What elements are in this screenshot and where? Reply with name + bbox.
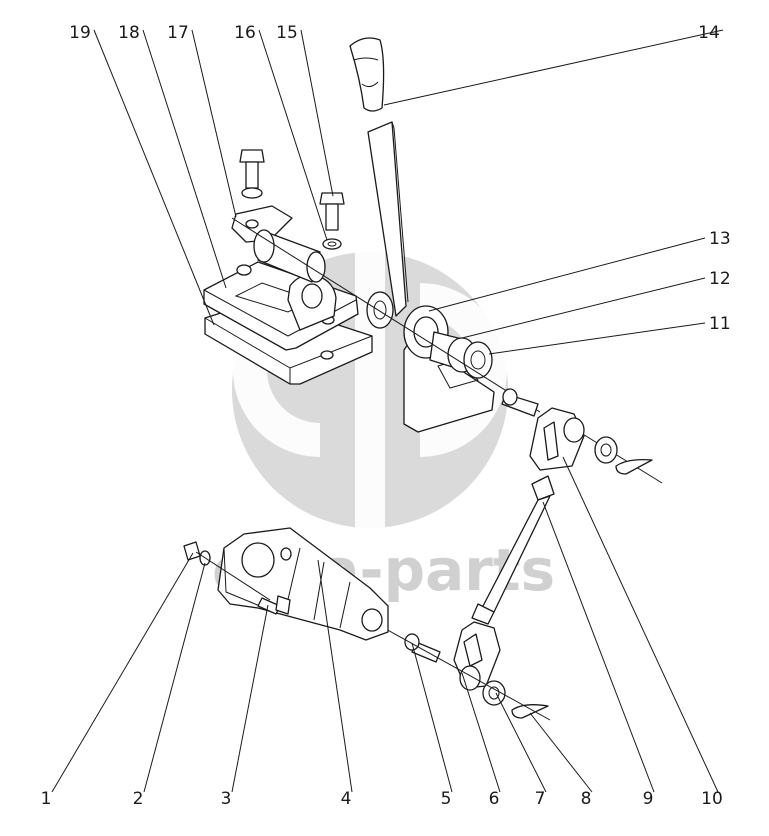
lever-handle-groove-2	[361, 81, 379, 88]
upper-bracket-plate	[231, 205, 293, 243]
washer-right-bore	[327, 241, 337, 247]
leader-line-9	[542, 501, 655, 793]
leader-line-19	[93, 29, 215, 326]
lever-hub-bore	[413, 316, 439, 348]
callout-number-5: 5	[441, 789, 452, 809]
bellcrank-fold-line-3	[339, 581, 351, 629]
bellcrank-plate-edge	[223, 547, 261, 607]
watermark-stem	[355, 245, 385, 535]
bellcrank-nut	[183, 541, 201, 561]
upper-clevis-pin-head	[502, 388, 518, 406]
lower-clevis-assembly	[383, 621, 551, 721]
main-shaft-end-right	[306, 251, 326, 283]
upper-clevis-eye	[563, 417, 585, 443]
leader-line-14	[383, 29, 724, 106]
shift-lever	[349, 37, 409, 317]
main-shaft-end-left	[253, 229, 275, 263]
outer-washer-bore	[470, 350, 486, 370]
callout-number-2: 2	[133, 789, 144, 809]
upper-bracket-hole	[245, 219, 259, 229]
callout-number-19: 19	[69, 23, 91, 43]
leader-line-15	[300, 29, 334, 197]
top-bolts	[239, 149, 345, 250]
callout-number-15: 15	[276, 23, 298, 43]
pivot-bracket	[287, 274, 337, 331]
bellcrank-main-bore	[241, 542, 275, 578]
callout-number-12: 12	[709, 269, 731, 289]
leader-line-16	[258, 29, 328, 241]
rod-lower-nut	[471, 603, 495, 625]
bellcrank-bolt	[257, 597, 281, 615]
upper-base-plate-hole-left	[236, 264, 252, 276]
upper-cotter-pin	[615, 458, 653, 475]
leader-line-5	[411, 642, 453, 793]
bellcrank-axis	[195, 551, 271, 601]
leader-line-12	[461, 277, 706, 339]
bellcrank-end-hole	[361, 608, 383, 632]
callout-number-8: 8	[581, 789, 592, 809]
hub-washer-bore	[373, 300, 387, 320]
leader-line-17	[191, 29, 237, 218]
leader-line-13	[428, 237, 706, 312]
lever-handle-groove	[353, 57, 379, 61]
bellcrank-fold-line-2	[313, 561, 325, 621]
bolt-left-shank	[245, 161, 259, 189]
bellcrank-small-hole	[280, 547, 292, 561]
bellcrank-assembly	[183, 527, 389, 641]
washer-right	[322, 238, 342, 250]
lever-handle-knob	[349, 37, 385, 112]
leader-line-1	[51, 552, 194, 793]
upper-clevis-washer-bore	[600, 443, 612, 457]
callout-number-1: 1	[41, 789, 52, 809]
callout-number-11: 11	[709, 314, 731, 334]
lower-base-plate-hole	[320, 350, 334, 360]
lower-clevis-slot	[463, 633, 483, 667]
upper-clevis-assembly	[501, 388, 653, 475]
leader-line-4	[317, 559, 353, 793]
leader-line-6	[461, 672, 501, 793]
lever-arm-edge	[391, 121, 409, 303]
leader-line-11	[488, 322, 706, 355]
washer-left	[241, 187, 263, 199]
callout-number-7: 7	[535, 789, 546, 809]
leader-line-3	[231, 604, 269, 793]
leader-line-2	[143, 562, 206, 793]
callout-number-6: 6	[489, 789, 500, 809]
bolt-right-head	[319, 192, 345, 205]
callout-number-17: 17	[167, 23, 189, 43]
leader-line-7	[495, 692, 547, 793]
callout-number-9: 9	[643, 789, 654, 809]
upper-clevis-slot	[543, 421, 559, 461]
leader-line-18	[142, 29, 227, 289]
rod-upper-nut	[531, 475, 555, 501]
lower-clevis-eye	[459, 665, 481, 691]
leader-line-8	[529, 712, 593, 793]
pivot-bracket-bore	[301, 283, 323, 309]
leader-line-10	[562, 456, 719, 793]
bellcrank-fold-line-1	[285, 547, 301, 609]
lower-clevis-pin-head	[404, 633, 420, 651]
lever-arm	[367, 121, 407, 317]
lower-clevis-washer-bore	[488, 686, 500, 700]
hub-washer	[366, 291, 394, 329]
bolt-right-shank	[325, 203, 339, 231]
callout-number-10: 10	[701, 789, 723, 809]
bellcrank-bolt-head	[275, 595, 291, 615]
upper-clevis-washer	[594, 436, 618, 464]
bolt-left-head	[239, 149, 265, 163]
assembly-axis-upper	[231, 217, 541, 413]
callout-number-13: 13	[709, 229, 731, 249]
callout-number-18: 18	[118, 23, 140, 43]
connecting-rod	[471, 475, 555, 625]
callout-number-4: 4	[341, 789, 352, 809]
callout-number-16: 16	[234, 23, 256, 43]
callout-number-3: 3	[221, 789, 232, 809]
